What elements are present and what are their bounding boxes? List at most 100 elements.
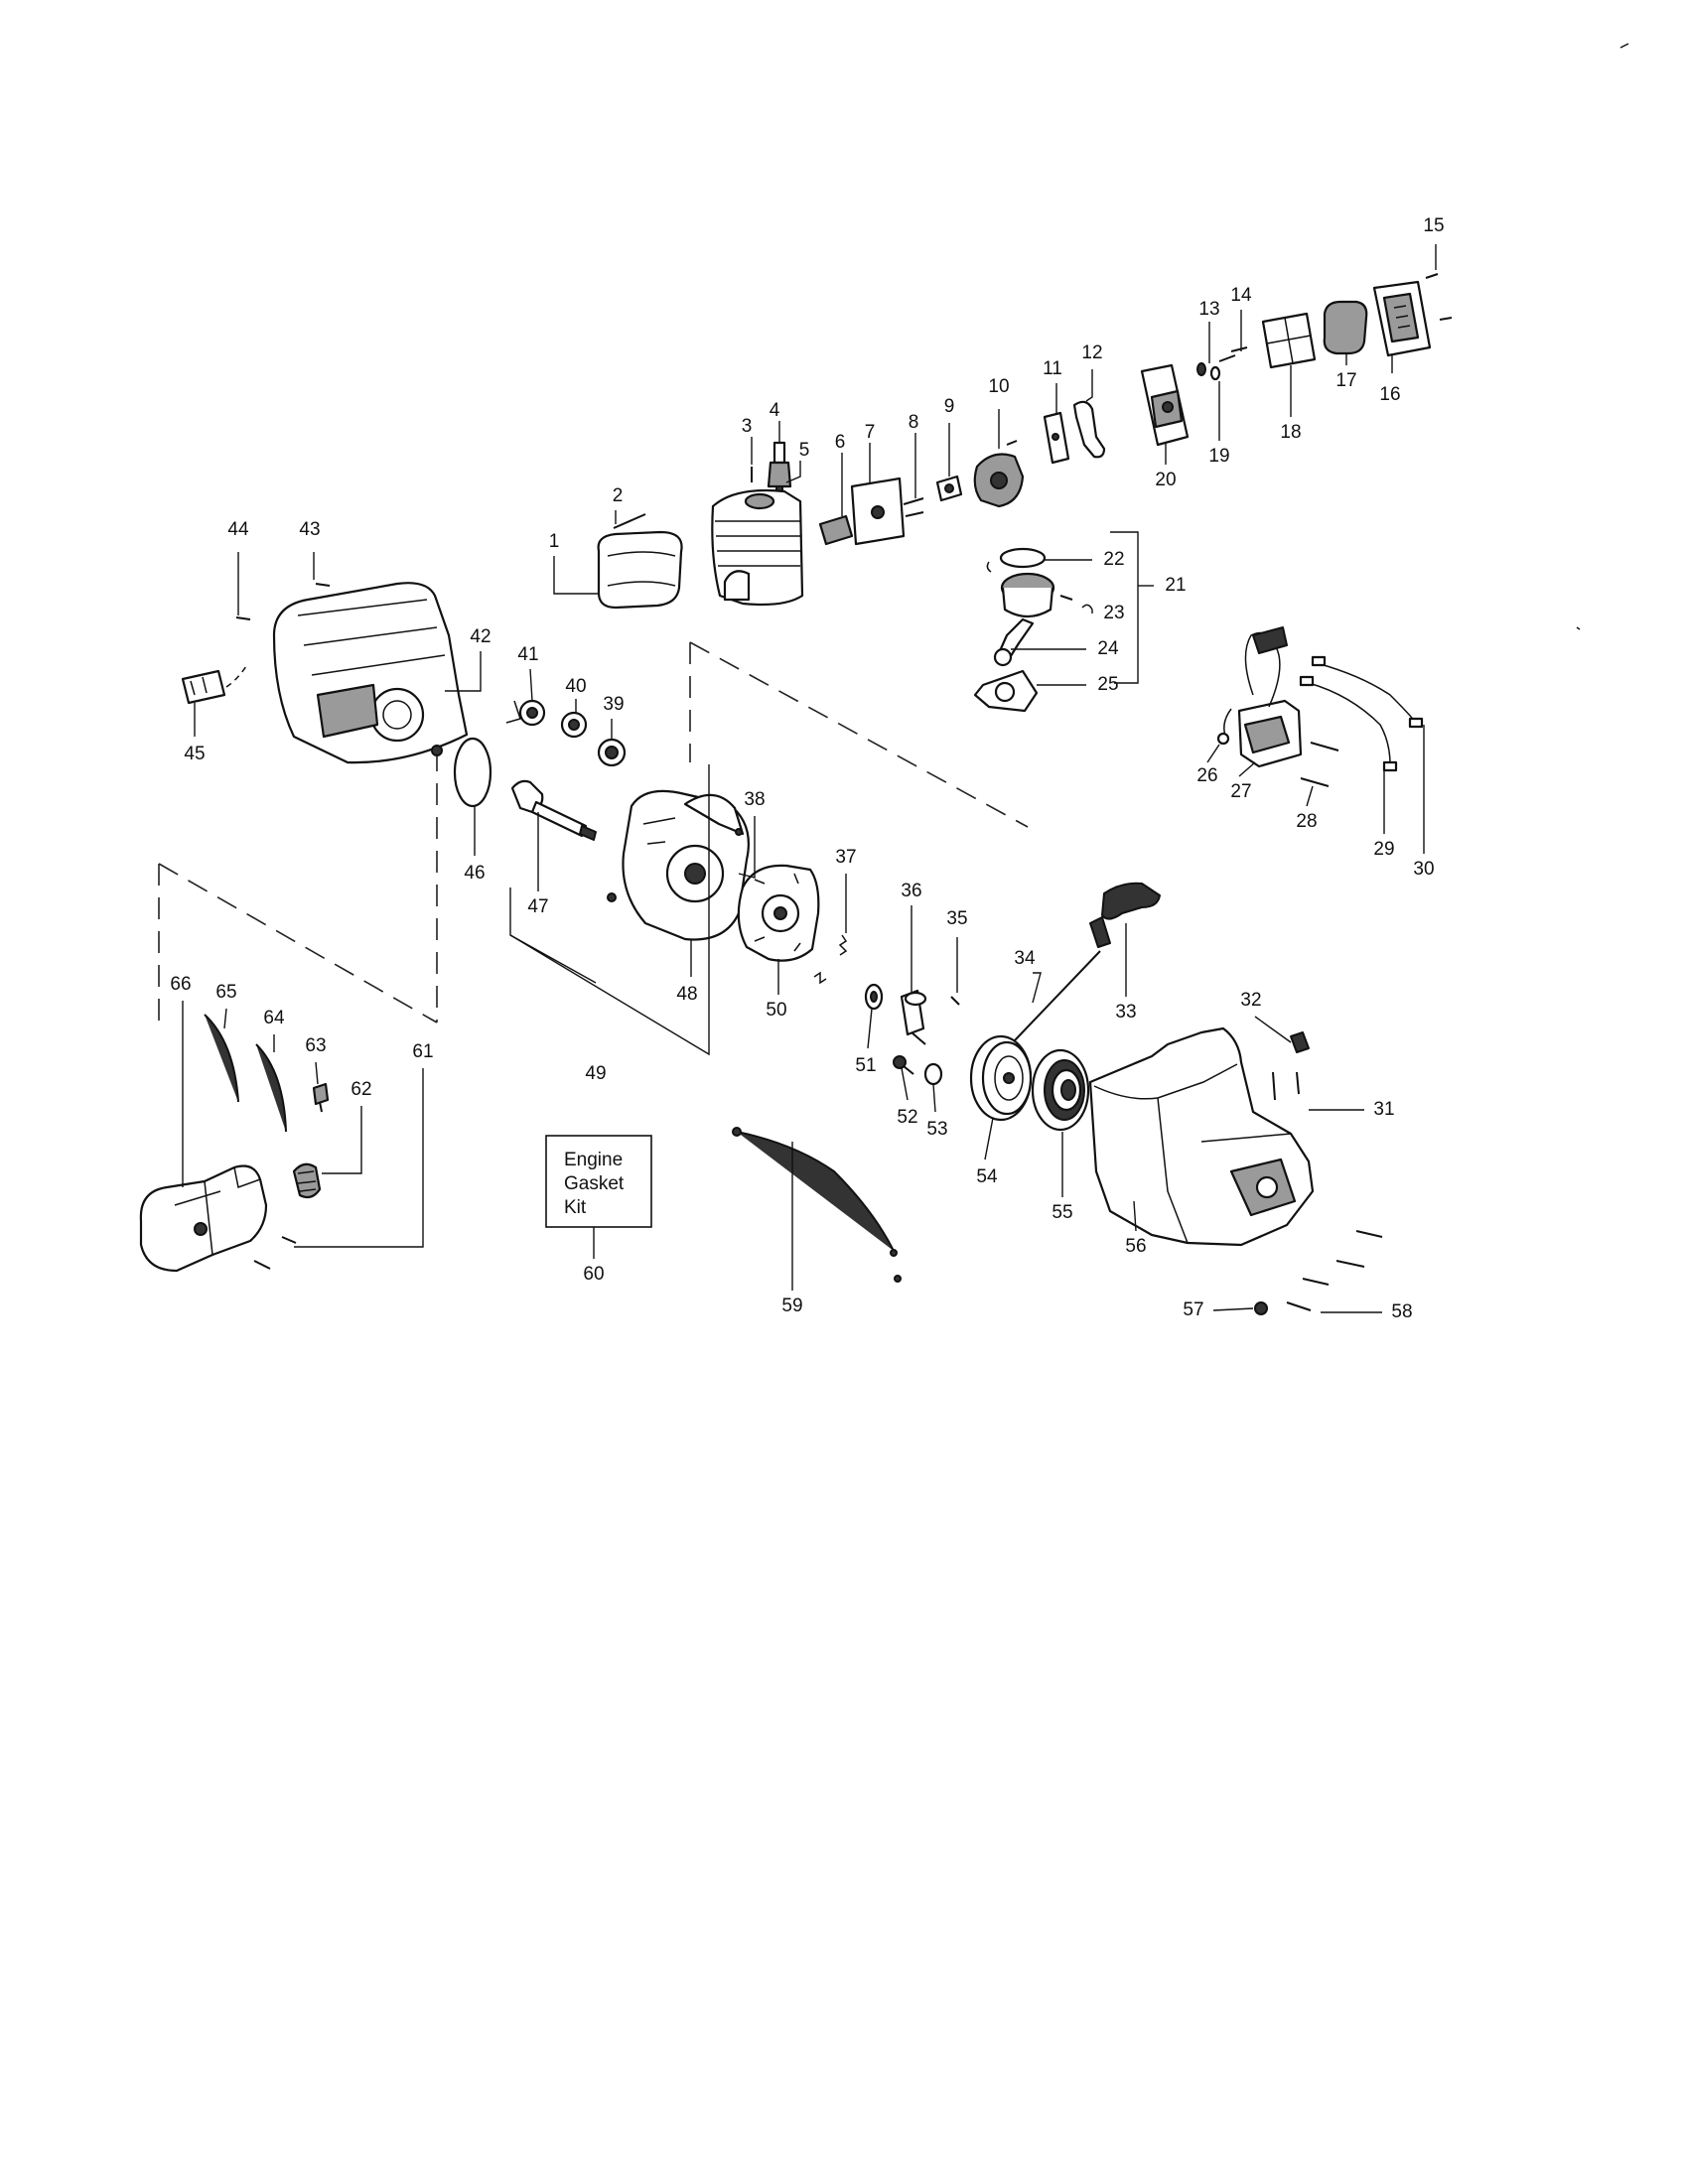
air-filter-element-part [1323,300,1368,355]
callout-10: 10 [988,376,1009,397]
callout-60: 60 [583,1264,604,1285]
callout-11: 11 [1043,358,1062,379]
callout-49: 49 [585,1063,606,1084]
callout-30: 30 [1413,859,1434,880]
callout-14: 14 [1230,285,1252,306]
callout-44: 44 [227,519,249,540]
callout-15: 15 [1423,215,1444,236]
starter-handle-part [1089,882,1161,948]
ignition-screws-part [1300,742,1339,787]
starter-rope-part [1014,950,1101,1041]
screw-part-15 [1425,273,1453,321]
callout-4: 4 [770,400,780,421]
screw-part-14 [1218,346,1248,362]
starter-housing-part [1088,1026,1315,1247]
callout-23: 23 [1103,603,1124,623]
o-ring-part [453,737,492,808]
adapter-plate-part [850,477,906,546]
washer-part-51 [864,983,884,1011]
gasket-part-11 [1043,411,1070,465]
callout-24: 24 [1097,638,1119,659]
callout-13: 13 [1198,299,1219,320]
callout-25: 25 [1097,674,1118,695]
callout-26: 26 [1196,765,1217,786]
kit-line-1: Engine [564,1150,623,1170]
callout-2: 2 [613,485,624,506]
callout-43: 43 [299,519,320,540]
callout-35: 35 [946,908,967,929]
callout-33: 33 [1115,1002,1136,1023]
kit-line-3: Kit [564,1197,587,1218]
callout-64: 64 [263,1008,285,1028]
spring-key-part [735,828,848,985]
screw-part-8 [903,497,924,517]
lever-part [1072,400,1106,459]
screw-part-31 [1272,1071,1300,1101]
callout-59: 59 [781,1296,802,1316]
callout-16: 16 [1379,384,1400,405]
callout-66: 66 [170,974,191,995]
screws-part-57-58 [1254,1230,1383,1315]
callout-37: 37 [835,847,856,868]
cylinder-part [711,488,804,607]
callout-58: 58 [1391,1301,1412,1322]
filter-frame-part [1261,312,1317,369]
pin-part [613,513,646,529]
callout-39: 39 [603,694,624,715]
callout-42: 42 [470,626,491,647]
callout-22: 22 [1103,549,1124,570]
engine-cover-part [272,582,469,764]
kit-line-2: Gasket [564,1173,625,1194]
bearings-part [505,699,627,767]
callout-27: 27 [1230,781,1251,802]
fuel-lines-part [204,1014,287,1133]
throttle-cable-part [732,1127,902,1283]
fitting-part [312,1082,330,1113]
callout-38: 38 [744,789,765,810]
callout-52: 52 [897,1107,917,1128]
callout-28: 28 [1296,811,1317,832]
callout-36: 36 [901,881,921,901]
callout-50: 50 [766,1000,786,1021]
callout-53: 53 [926,1119,947,1140]
carburetor-part [973,440,1025,508]
callout-65: 65 [215,982,236,1003]
callout-17: 17 [1335,370,1356,391]
callout-62: 62 [351,1079,371,1100]
callout-9: 9 [944,396,955,417]
crankshaft-part [510,779,597,841]
callout-labels: 1 2 3 4 5 6 7 8 9 10 11 12 13 14 15 16 1… [170,215,1444,1322]
callout-8: 8 [909,412,919,433]
callout-61: 61 [412,1041,433,1062]
screw-washer-part-52-53 [893,1055,943,1086]
callout-20: 20 [1155,470,1176,490]
callout-54: 54 [976,1166,998,1187]
ignition-module-part [1216,626,1303,768]
callout-31: 31 [1373,1099,1394,1120]
nut-part-32 [1290,1031,1310,1053]
cover-screws-part [235,583,331,620]
callout-5: 5 [799,440,810,461]
callout-63: 63 [305,1035,326,1056]
insulator-part [818,514,854,546]
air-box-part [1140,363,1190,447]
callout-7: 7 [865,422,876,443]
hub-part [900,989,927,1045]
engine-gasket-kit-box: Engine Gasket Kit [545,1135,652,1228]
callout-47: 47 [527,896,548,917]
assembly-guide-lines [158,641,1029,1027]
callout-55: 55 [1052,1202,1072,1223]
callout-34: 34 [1014,948,1036,969]
ignition-wires-part [1299,655,1424,772]
stray-marks [1576,43,1629,630]
callout-12: 12 [1081,342,1102,363]
base-gasket-part [973,669,1039,713]
callout-3: 3 [742,416,753,437]
pulley-part [969,1034,1033,1122]
callout-21: 21 [1165,575,1186,596]
callout-56: 56 [1125,1236,1146,1257]
crankcase-part [607,789,750,941]
callout-29: 29 [1373,839,1394,860]
callout-40: 40 [565,676,586,697]
